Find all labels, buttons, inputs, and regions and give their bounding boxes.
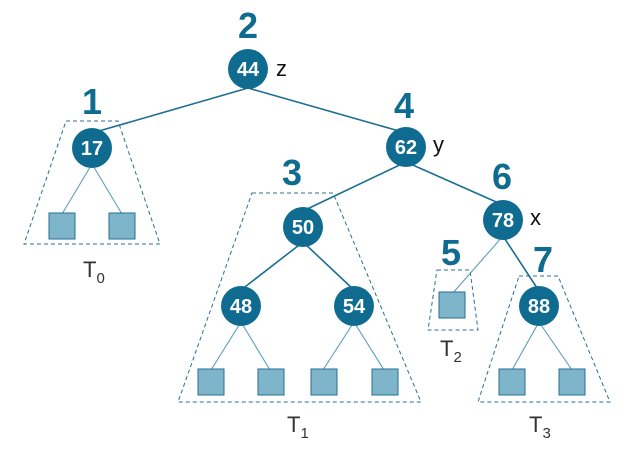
subtree-t3-outline bbox=[477, 275, 611, 403]
leaf-square bbox=[310, 368, 338, 396]
subtree-label-t2-sub: 2 bbox=[453, 349, 461, 366]
subtree-labels: T0 T1 T2 T3 bbox=[83, 257, 551, 442]
edge-50-48 bbox=[240, 241, 304, 291]
node-62-circle bbox=[386, 127, 426, 167]
subtree-label-t0-sub: 0 bbox=[96, 270, 104, 287]
order-number-node-88: 7 bbox=[533, 239, 553, 280]
node-44: 44 bbox=[228, 49, 268, 89]
edge-54-leaf-right bbox=[353, 321, 385, 371]
subtree-label-t0-letter: T bbox=[83, 257, 96, 282]
subtree-label-t3-sub: 3 bbox=[542, 425, 550, 442]
edge-17-leaf-left bbox=[61, 163, 93, 215]
leaf-square bbox=[108, 212, 136, 240]
letter-x: x bbox=[530, 205, 541, 230]
node-50: 50 bbox=[283, 207, 323, 247]
node-54-circle bbox=[334, 286, 374, 326]
letter-y: y bbox=[433, 132, 444, 157]
main-edges bbox=[91, 87, 540, 292]
letter-z: z bbox=[276, 56, 287, 81]
node-48-key: 48 bbox=[230, 296, 252, 318]
node-78: 78 bbox=[483, 200, 523, 240]
edge-78-88 bbox=[502, 235, 540, 292]
subtree-label-t3-letter: T bbox=[529, 412, 542, 437]
node-78-circle bbox=[483, 200, 523, 240]
node-17-key: 17 bbox=[81, 138, 103, 160]
node-letters: z y x bbox=[276, 56, 541, 230]
order-number-node-50: 3 bbox=[282, 152, 302, 193]
subtree-label-t1-letter: T bbox=[287, 412, 300, 437]
edge-88-leaf-left bbox=[511, 321, 540, 371]
leaf-square bbox=[371, 368, 399, 396]
subtree-label-t2: T2 bbox=[440, 336, 462, 366]
edge-48-leaf-right bbox=[240, 321, 271, 371]
node-54-key: 54 bbox=[343, 296, 366, 318]
order-number-node-78: 6 bbox=[492, 156, 512, 197]
node-17-circle bbox=[72, 128, 112, 168]
node-50-key: 50 bbox=[292, 217, 314, 239]
subtree-t1-outline bbox=[177, 192, 422, 403]
edge-17-leaf-right bbox=[91, 163, 123, 215]
order-number-node-62: 4 bbox=[394, 85, 414, 126]
node-88-circle bbox=[519, 286, 559, 326]
order-numbers: 2 1 4 3 6 5 7 bbox=[82, 5, 553, 280]
edge-62-78 bbox=[405, 161, 504, 206]
leaf-square bbox=[257, 368, 285, 396]
subtree-label-t1-sub: 1 bbox=[300, 425, 308, 442]
node-62-key: 62 bbox=[395, 137, 417, 159]
node-54: 54 bbox=[334, 286, 374, 326]
leaf-square bbox=[48, 212, 76, 240]
node-50-circle bbox=[283, 207, 323, 247]
order-number-subtree-t2: 5 bbox=[441, 232, 461, 273]
subtree-t2-outline bbox=[427, 269, 479, 331]
edge-88-leaf-right bbox=[538, 321, 573, 371]
edge-48-leaf-left bbox=[210, 321, 242, 371]
node-44-key: 44 bbox=[237, 59, 260, 81]
subtree-label-t1: T1 bbox=[287, 412, 309, 442]
leaf-square bbox=[498, 368, 526, 396]
node-88-key: 88 bbox=[528, 296, 550, 318]
edge-50-54 bbox=[302, 241, 355, 291]
edge-44-17 bbox=[91, 87, 249, 134]
subtree-label-t0: T0 bbox=[83, 257, 105, 287]
edge-44-62 bbox=[247, 87, 407, 134]
node-17: 17 bbox=[72, 128, 112, 168]
node-48-circle bbox=[221, 286, 261, 326]
node-78-key: 78 bbox=[492, 210, 514, 232]
node-88: 88 bbox=[519, 286, 559, 326]
edge-62-50 bbox=[302, 161, 407, 212]
leaf-square bbox=[558, 368, 586, 396]
leaves bbox=[48, 212, 586, 396]
node-44-circle bbox=[228, 49, 268, 89]
subtree-label-t3: T3 bbox=[529, 412, 551, 442]
subtree-label-t2-letter: T bbox=[440, 336, 453, 361]
edge-78-leaf bbox=[451, 235, 504, 295]
leaf-square bbox=[438, 291, 466, 319]
node-62: 62 bbox=[386, 127, 426, 167]
leaf-edges bbox=[61, 163, 573, 371]
subtree-outlines bbox=[23, 120, 611, 403]
order-number-node-17: 1 bbox=[82, 81, 102, 122]
leaf-square bbox=[197, 368, 225, 396]
node-48: 48 bbox=[221, 286, 261, 326]
order-number-node-44: 2 bbox=[238, 5, 258, 46]
edge-54-leaf-left bbox=[322, 321, 355, 371]
